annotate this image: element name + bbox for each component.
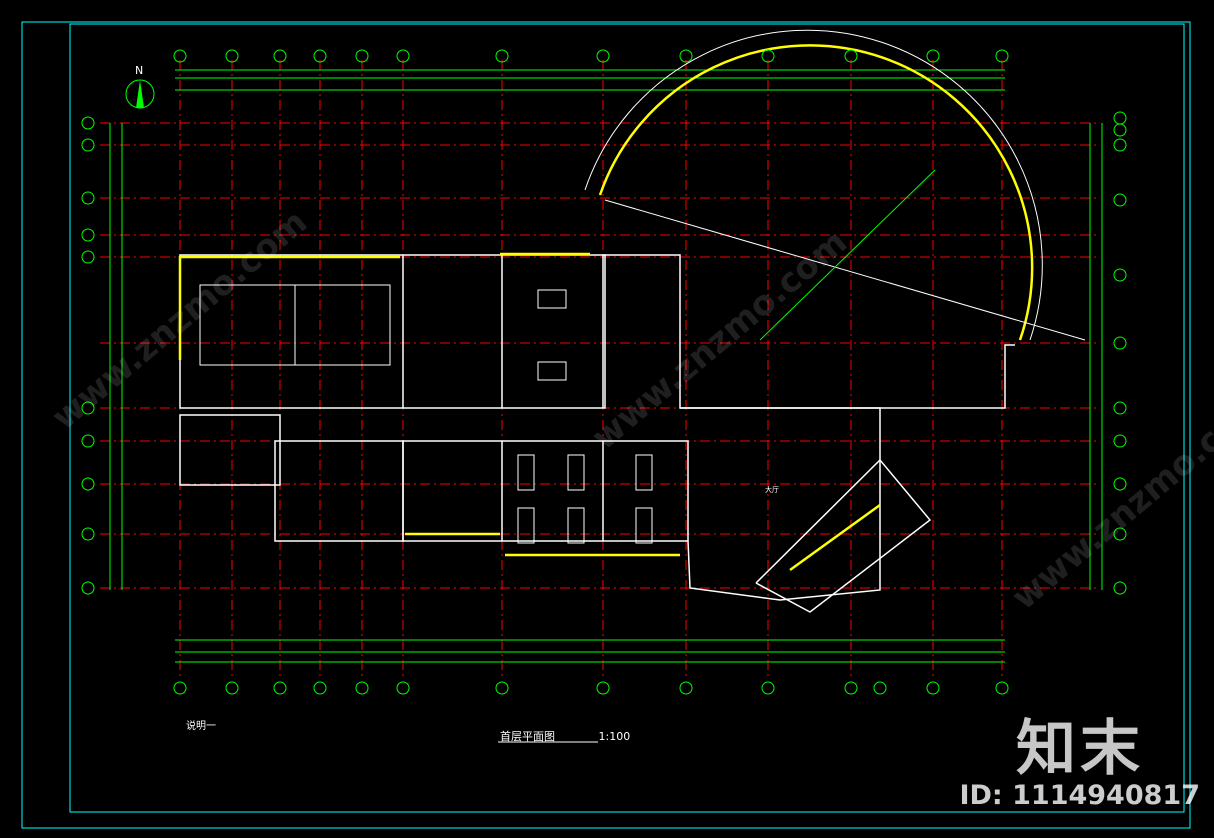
drawing-notes: 说明一 (186, 720, 216, 734)
drawing-scale: 1:100 (598, 730, 631, 743)
drawing-title-block: 首层平面图 1:100 (500, 728, 630, 744)
watermark-id: ID: 1114940817 (959, 780, 1200, 811)
diagonal-radius (759, 169, 936, 341)
walls (179, 254, 1015, 613)
drawing-frame-inner (69, 23, 1185, 813)
room-fixtures (199, 284, 653, 544)
room-label-hall: 大厅 (765, 485, 779, 494)
notes-heading: 说明一 (186, 721, 216, 732)
dimension-lines (109, 69, 1103, 663)
north-arrow-icon (125, 79, 155, 109)
column-axis-lines (179, 60, 1003, 680)
bottom-axis-bubbles (173, 681, 1009, 695)
watermark-brand: 知末 (1016, 714, 1144, 784)
curved-hall-outline (584, 29, 1043, 341)
top-axis-bubbles (173, 49, 1009, 63)
north-label: N (135, 64, 143, 77)
highlight-walls (178, 44, 1034, 572)
diagonal-wall (604, 199, 1086, 341)
right-axis-bubbles (1113, 111, 1127, 595)
left-axis-bubbles (81, 116, 95, 595)
drawing-title: 首层平面图 (500, 730, 555, 743)
drawing-frame-outer (21, 21, 1191, 829)
